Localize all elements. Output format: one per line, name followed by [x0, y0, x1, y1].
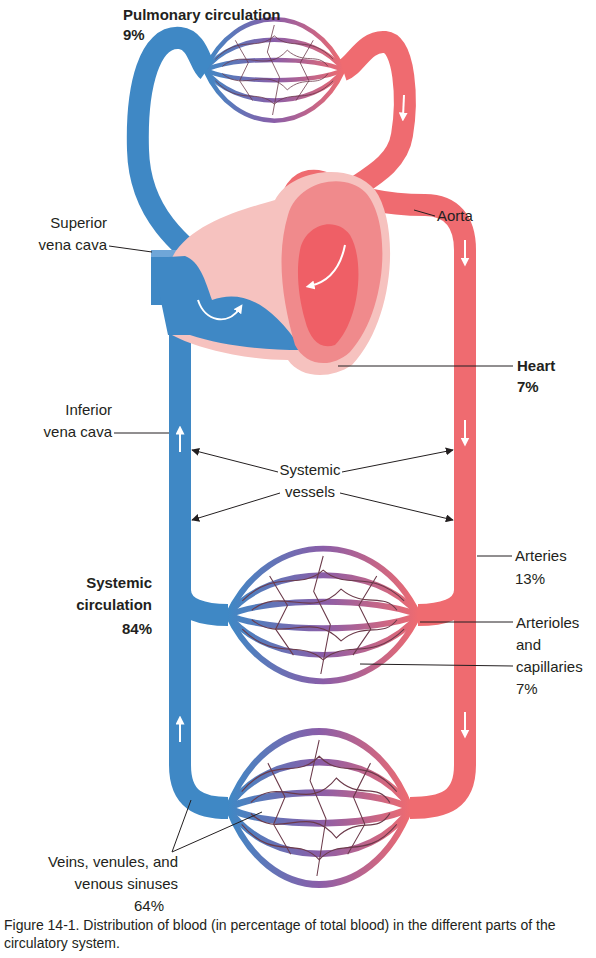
region-label: Systemic vessels: [265, 459, 355, 503]
region-label: Arterioles and capillaries: [516, 612, 594, 678]
systemic-capillary-bed: [228, 732, 410, 885]
leader-arrow: [192, 493, 280, 520]
flow-arrow: [464, 712, 466, 734]
leader-line: [338, 366, 513, 367]
vena-cava-vessel: [180, 300, 228, 808]
region-label: Systemic circulation: [28, 572, 152, 616]
leader-arrow: [340, 493, 453, 520]
region-label: Pulmonary circulation: [123, 4, 281, 26]
region-label: Inferior vena cava: [38, 399, 112, 443]
percentage-label: 9%: [123, 24, 145, 46]
leader-line: [360, 664, 513, 666]
systemic-capillary-bed: [228, 549, 418, 682]
leader-line: [114, 433, 169, 434]
region-label: Veins, venules, and venous sinuses: [4, 851, 178, 895]
leader-line: [414, 210, 435, 216]
left-heart-wall: [282, 181, 383, 363]
left-ventricle: [298, 224, 358, 346]
flow-arrow: [464, 240, 466, 262]
leader-line: [420, 622, 513, 623]
leader-arrow: [342, 450, 453, 472]
region-label: Superior vena cava: [33, 212, 107, 256]
region-label: Arteries: [515, 545, 567, 567]
flow-arrow: [310, 245, 345, 286]
right-heart-chambers: [152, 256, 302, 350]
flow-arrow: [403, 95, 404, 117]
percentage-label: 84%: [28, 618, 152, 640]
region-label: Aorta: [437, 205, 473, 227]
leader-line: [109, 246, 152, 252]
flow-arrow: [464, 420, 466, 442]
flow-arrow: [179, 430, 181, 452]
pulmonary-capillary-bed: [205, 19, 344, 120]
leader-arrow: [192, 450, 278, 472]
percentage-label: 7%: [516, 678, 538, 700]
leader-line: [477, 556, 512, 557]
flow-arrow: [179, 720, 181, 742]
flow-arrow: [198, 300, 240, 319]
percentage-label: 13%: [515, 568, 545, 590]
region-label: Heart: [517, 355, 555, 377]
leader-line: [172, 800, 191, 852]
leader-line: [172, 812, 262, 852]
figure-caption: Figure 14-1. Distribution of blood (in p…: [4, 916, 592, 952]
percentage-label: 7%: [517, 376, 539, 398]
percentage-label: 64%: [4, 895, 164, 917]
